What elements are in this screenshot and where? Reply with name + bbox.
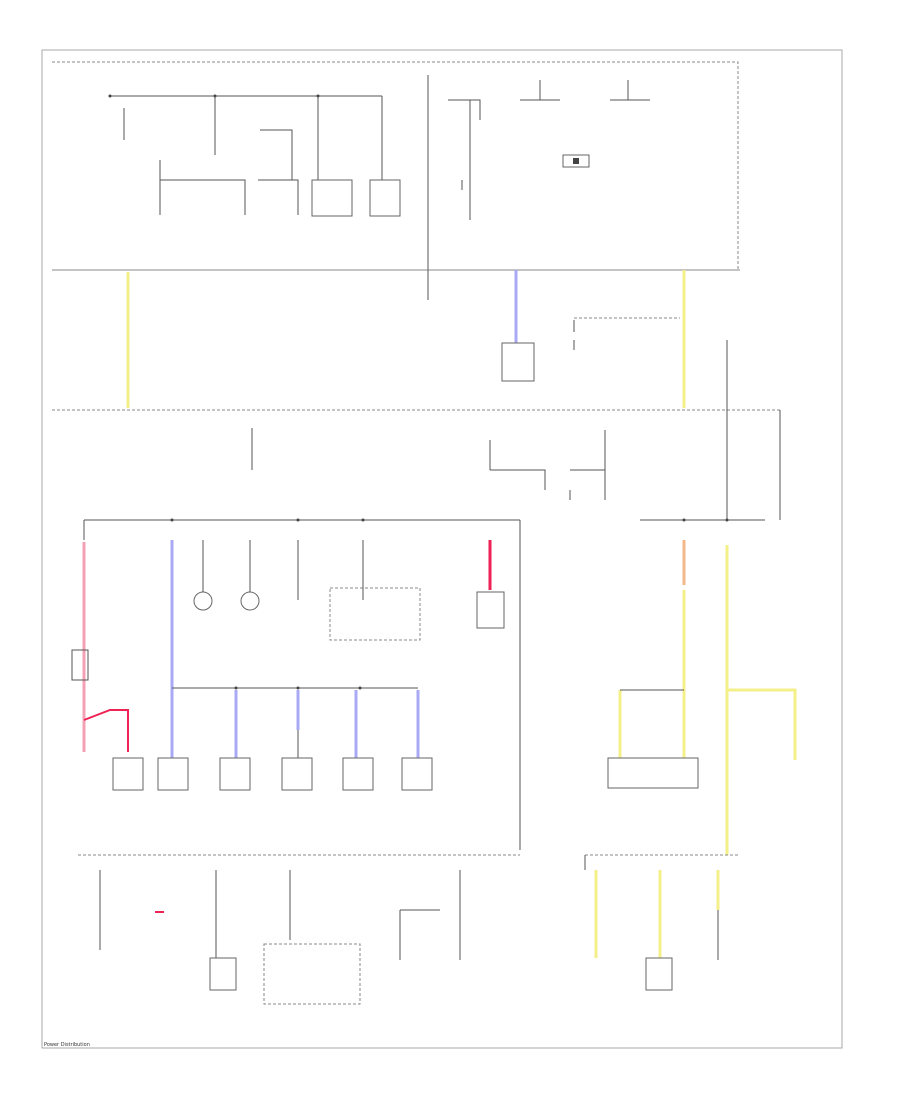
under-hood-fuse-box (71, 410, 797, 855)
diagram-corner-label: Power Distribution (44, 1042, 90, 1048)
yellow-wire-branch (727, 688, 797, 760)
under-dash-fuse-box (52, 61, 739, 271)
ground-distribution (78, 854, 740, 1005)
outer-frame (41, 49, 843, 1049)
mid-band (52, 269, 780, 411)
